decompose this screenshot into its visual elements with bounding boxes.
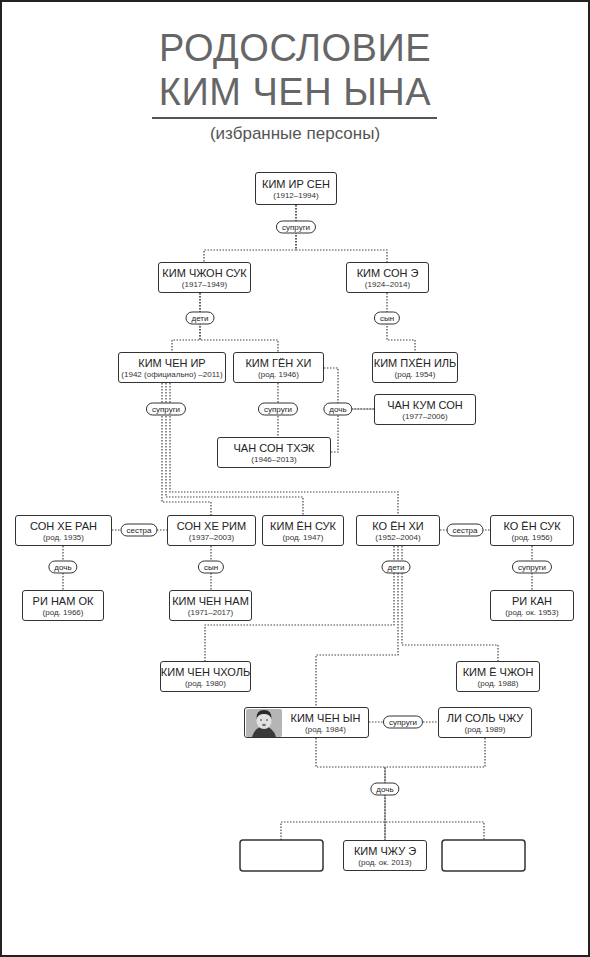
person-box: КИМ ЧЕН НАМ(1971–2017) [169, 590, 252, 621]
person-name: КИМ ЁН СУК [270, 520, 336, 533]
person-name: СОН ХЕ РАН [30, 520, 97, 533]
person-name: КИМ ЧЕН ЧХОЛЬ [161, 666, 250, 679]
person-name: КИМ СОН Э [357, 267, 419, 280]
relation-label: супруги [146, 403, 186, 416]
person-name: КО ЁН СУК [503, 520, 560, 533]
person-name: КИМ ЧЕН ИР [138, 357, 205, 370]
person-box: КИМ ЧЖУ Э(род. ок. 2013) [343, 840, 427, 871]
relation-label: дети [186, 312, 215, 325]
person-dates: (род. 1984) [305, 725, 346, 734]
person-name: КИМ ПХЁН ИЛЬ [374, 357, 456, 370]
relation-label: дети [382, 561, 411, 574]
empty-box [240, 840, 323, 871]
relation-label: сестра [446, 524, 483, 537]
diagram-caption: (избранные персоны) [120, 124, 470, 144]
relation-label: дочь [48, 561, 77, 574]
person-dates: (1937–2003) [189, 533, 234, 542]
person-name: КИМ ИР СЕН [262, 178, 330, 191]
relation-line [385, 738, 485, 840]
person-dates: (род. ок. 1953) [505, 608, 558, 617]
person-box: КИМ ЧЕН ЫН(род. 1984) [244, 707, 369, 738]
relation-label: дочь [370, 783, 399, 796]
person-dates: (1977–2006) [402, 412, 447, 421]
person-box: КИМ Ё ЧЖОН(род. 1988) [456, 661, 540, 692]
person-box: КИМ ПХЁН ИЛЬ(род. 1954) [372, 352, 458, 383]
person-box: КИМ СОН Э(1924–2014) [346, 262, 429, 293]
person-box: РИ НАМ ОК(род. 1966) [22, 590, 104, 621]
person-dates: (1971–2017) [188, 608, 233, 617]
person-box: КО ЁН СУК(род. 1956) [490, 515, 574, 546]
person-box: КИМ ЧЖОН СУК(1917–1949) [158, 262, 251, 293]
person-dates: (род. 1935) [43, 533, 84, 542]
relation-label: сестра [120, 524, 157, 537]
person-box: КИМ ЧЕН ИР(1942 (официально) –2011) [118, 352, 226, 383]
relation-label: супруги [276, 221, 316, 234]
person-box: ЧАН СОН ТХЭК(1946–2013) [217, 437, 331, 468]
relation-label: сын [374, 312, 400, 325]
person-dates: (род. 1980) [185, 679, 226, 688]
person-dates: (1942 (официально) –2011) [121, 370, 222, 379]
person-dates: (род. 1946) [258, 370, 299, 379]
branch-line [281, 822, 484, 840]
empty-box [442, 840, 525, 871]
person-name: СОН ХЕ РИМ [177, 520, 246, 533]
person-box: КИМ ЧЕН ЧХОЛЬ(род. 1980) [160, 661, 251, 692]
person-box: СОН ХЕ РАН(род. 1935) [15, 515, 112, 546]
person-dates: (род. 1947) [283, 533, 324, 542]
person-dates: (1912–1994) [273, 191, 318, 200]
person-dates: (1924–2014) [365, 280, 410, 289]
person-dates: (род. 1989) [465, 725, 506, 734]
person-box: КИМ ГЁН ХИ(род. 1946) [233, 352, 324, 383]
relation-line [204, 205, 296, 262]
person-box: СОН ХЕ РИМ(1937–2003) [167, 515, 256, 546]
person-dates: (род. ок. 2013) [358, 858, 411, 867]
person-name: КИМ ЧЕН НАМ [172, 595, 249, 608]
person-name: КИМ ЧЕН ЫН [291, 712, 361, 725]
person-dates: (род. 1956) [512, 533, 553, 542]
relation-line [296, 205, 387, 262]
person-box: КИМ ЁН СУК(род. 1947) [262, 515, 344, 546]
person-name: РИ НАМ ОК [33, 595, 94, 608]
person-name: КИМ ГЁН ХИ [245, 357, 311, 370]
person-name: ЛИ СОЛЬ ЧЖУ [447, 712, 524, 725]
person-box: ЧАН КУМ СОН(1977–2006) [374, 394, 476, 425]
person-name: КО ЁН ХИ [372, 520, 423, 533]
title-rule [152, 117, 437, 119]
person-box: РИ КАН(род. ок. 1953) [490, 590, 574, 621]
person-dates: (род. 1954) [395, 370, 436, 379]
person-name: ЧАН КУМ СОН [387, 399, 463, 412]
person-box: КИМ ИР СЕН(1912–1994) [255, 172, 337, 205]
person-name: КИМ ЧЖУ Э [354, 845, 416, 858]
relation-label: супруги [512, 561, 552, 574]
relation-line [402, 546, 498, 661]
person-dates: (род. 1988) [478, 679, 519, 688]
diagram-title: РОДОСЛОВИЕ КИМ ЧЕН ЫНА [120, 26, 470, 114]
person-name: ЧАН СОН ТХЭК [234, 442, 315, 455]
relation-label: супруги [258, 403, 298, 416]
person-dates: (1952–2004) [375, 533, 420, 542]
person-dates: (1946–2013) [251, 455, 296, 464]
person-dates: (1917–1949) [182, 280, 227, 289]
person-name: КИМ ЧЖОН СУК [162, 267, 246, 280]
person-name: РИ КАН [512, 595, 552, 608]
relation-label: супруги [383, 716, 423, 729]
relation-label: сын [198, 561, 224, 574]
person-dates: (род. 1966) [43, 608, 84, 617]
person-box: ЛИ СОЛЬ ЧЖУ(род. 1989) [438, 707, 532, 738]
person-name: КИМ Ё ЧЖОН [463, 666, 534, 679]
relation-label: дочь [323, 403, 352, 416]
relation-line [170, 383, 398, 515]
person-box: КО ЁН ХИ(1952–2004) [356, 515, 440, 546]
